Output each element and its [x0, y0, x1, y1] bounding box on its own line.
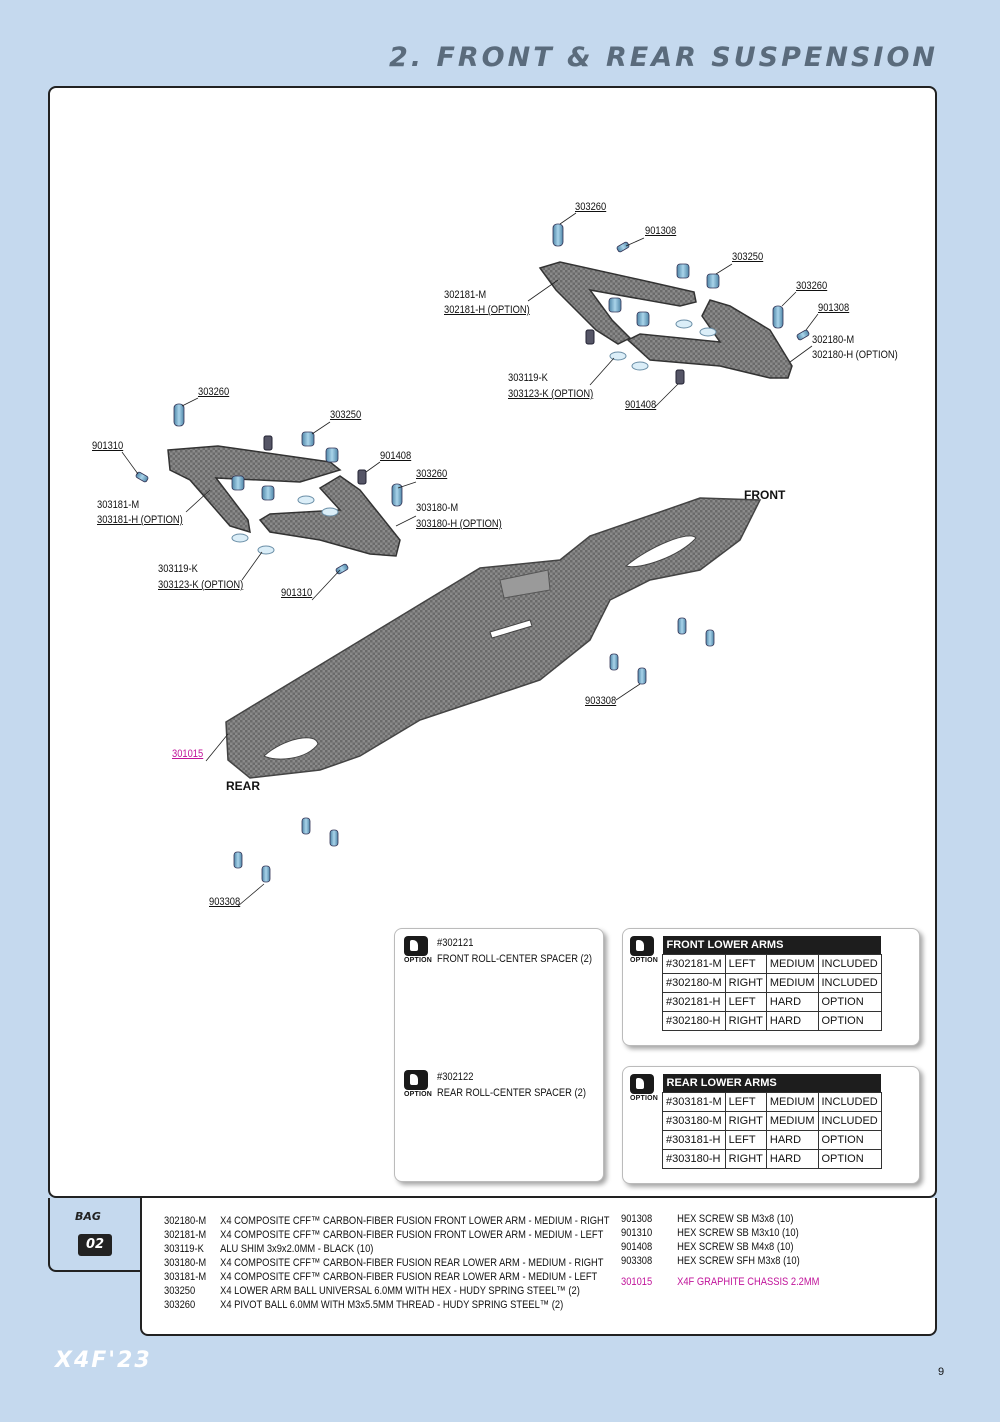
label-901408-rear: 901408 — [380, 450, 412, 462]
label-302180-h: 302180-H (OPTION) — [812, 349, 898, 361]
label-903308-front: 903308 — [585, 695, 617, 707]
label-303260-rear: 303260 — [198, 386, 230, 398]
rear-direction-label: REAR — [226, 779, 261, 793]
label-303260-front-2: 303260 — [796, 280, 828, 292]
label-901408-front: 901408 — [625, 399, 657, 411]
footer-logo: X4F'23 — [55, 1348, 152, 1373]
label-303119-k-front: 303119-K — [508, 372, 548, 384]
label-302180-m: 302180-M — [812, 334, 855, 346]
page-number: 9 — [938, 1366, 945, 1378]
rear-arms-option-icon: OPTION — [630, 1074, 658, 1104]
front-arm-left — [538, 261, 697, 345]
label-901310-rear-2: 901310 — [281, 587, 313, 599]
label-903308-rear: 903308 — [209, 896, 241, 908]
roll-center-spacer-options — [394, 928, 604, 1182]
front-arm-right — [626, 299, 793, 379]
bag-number: 02 — [78, 1234, 112, 1256]
label-901308-front-2: 901308 — [818, 302, 850, 314]
parts-list — [140, 1198, 937, 1336]
rear-arm-left — [167, 445, 342, 534]
label-302181-h: 302181-H (OPTION) — [444, 304, 530, 316]
rear-spacer-desc: REAR ROLL-CENTER SPACER (2) — [437, 1087, 586, 1099]
label-303260-rear-2: 303260 — [416, 468, 448, 480]
label-303260-front: 303260 — [575, 201, 607, 213]
label-303123-k-rear: 303123-K (OPTION) — [158, 579, 244, 591]
label-303123-k-front: 303123-K (OPTION) — [508, 388, 594, 400]
label-303250-front: 303250 — [732, 251, 764, 263]
label-901308-front: 901308 — [645, 225, 677, 237]
label-302181-m: 302181-M — [444, 289, 487, 301]
label-303180-m: 303180-M — [416, 502, 459, 514]
label-901310-rear: 901310 — [92, 440, 124, 452]
label-303181-h: 303181-H (OPTION) — [97, 514, 183, 526]
front-lower-arms-header: FRONT LOWER ARMS — [662, 936, 882, 955]
front-spacer-desc: FRONT ROLL-CENTER SPACER (2) — [437, 953, 592, 965]
label-303180-h: 303180-H (OPTION) — [416, 518, 502, 530]
front-arms-option-icon: OPTION — [630, 936, 658, 966]
bag-label: BAG — [75, 1210, 101, 1223]
label-303119-k-rear: 303119-K — [158, 563, 198, 575]
front-spacer-option-icon: OPTION — [404, 936, 432, 966]
front-direction-label: FRONT — [744, 488, 786, 502]
label-303181-m: 303181-M — [97, 499, 140, 511]
rear-spacer-option-icon: OPTION — [404, 1070, 432, 1100]
front-spacer-part: #302121 — [437, 937, 474, 949]
rear-spacer-part: #302122 — [437, 1071, 474, 1083]
label-303250-rear: 303250 — [330, 409, 362, 421]
bag-tab — [48, 1198, 140, 1272]
label-301015: 301015 — [172, 748, 204, 760]
page-title: 2. FRONT & REAR SUSPENSION — [389, 42, 938, 73]
rear-lower-arms-header: REAR LOWER ARMS — [662, 1074, 882, 1093]
